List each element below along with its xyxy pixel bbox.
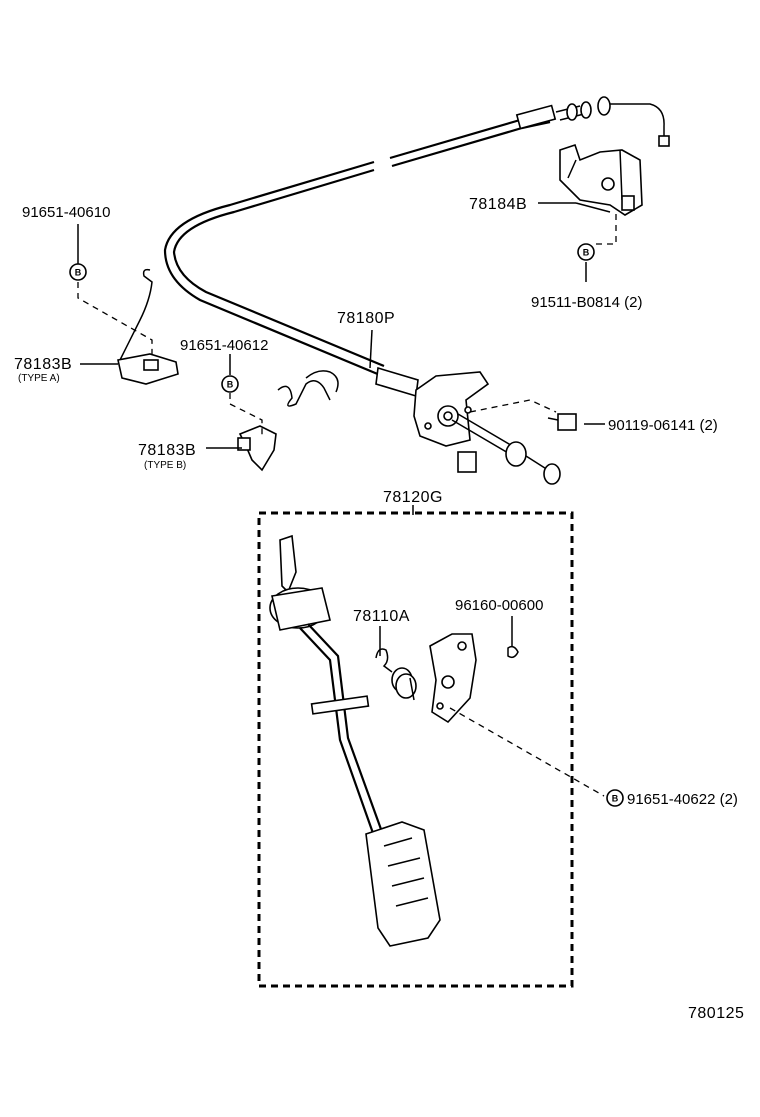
assembly-box <box>257 511 574 988</box>
cable-bracket <box>413 371 577 485</box>
bracket-78184b <box>559 143 643 216</box>
clip-type-b <box>237 370 339 472</box>
bolt-marker-label: B <box>75 268 82 278</box>
bolt-marker-2: B <box>221 375 239 393</box>
accelerator-cable <box>163 96 670 398</box>
return-spring-78110a <box>375 648 417 701</box>
bolt-marker-label: B <box>227 380 234 390</box>
callout-91651-40622: 91651-40622 (2) <box>627 791 738 808</box>
callout-78183b-type-b-sub: (TYPE B) <box>144 460 186 471</box>
bolt-marker-1: B <box>69 263 87 281</box>
callout-91651-40612: 91651-40612 <box>180 337 268 354</box>
callout-78183b-type-b: 78183B <box>138 442 196 459</box>
callout-78120g: 78120G <box>383 489 443 506</box>
callout-91651-40610: 91651-40610 <box>22 204 110 221</box>
bolt-marker-label: B <box>612 794 619 804</box>
leader-lines <box>77 202 617 797</box>
pedal-bracket <box>429 633 519 724</box>
callout-96160-00600: 96160-00600 <box>455 597 543 614</box>
callout-90119-06141: 90119-06141 (2) <box>608 417 718 434</box>
callout-78183b-type-a: 78183B <box>14 356 72 373</box>
clip-type-a <box>117 268 179 385</box>
bolt-marker-label: B <box>583 248 590 258</box>
bolt-marker-4: B <box>606 789 624 807</box>
callout-91511-b0814: 91511-B0814 (2) <box>531 294 642 311</box>
bolt-marker-3: B <box>577 243 595 261</box>
accelerator-pedal <box>269 534 441 947</box>
callout-78180p: 78180P <box>337 310 395 327</box>
callout-78183b-type-a-sub: (TYPE A) <box>18 373 60 384</box>
figure-code: 780125 <box>688 1005 744 1022</box>
callout-78110a: 78110A <box>353 608 410 625</box>
callout-78184b: 78184B <box>469 196 527 213</box>
